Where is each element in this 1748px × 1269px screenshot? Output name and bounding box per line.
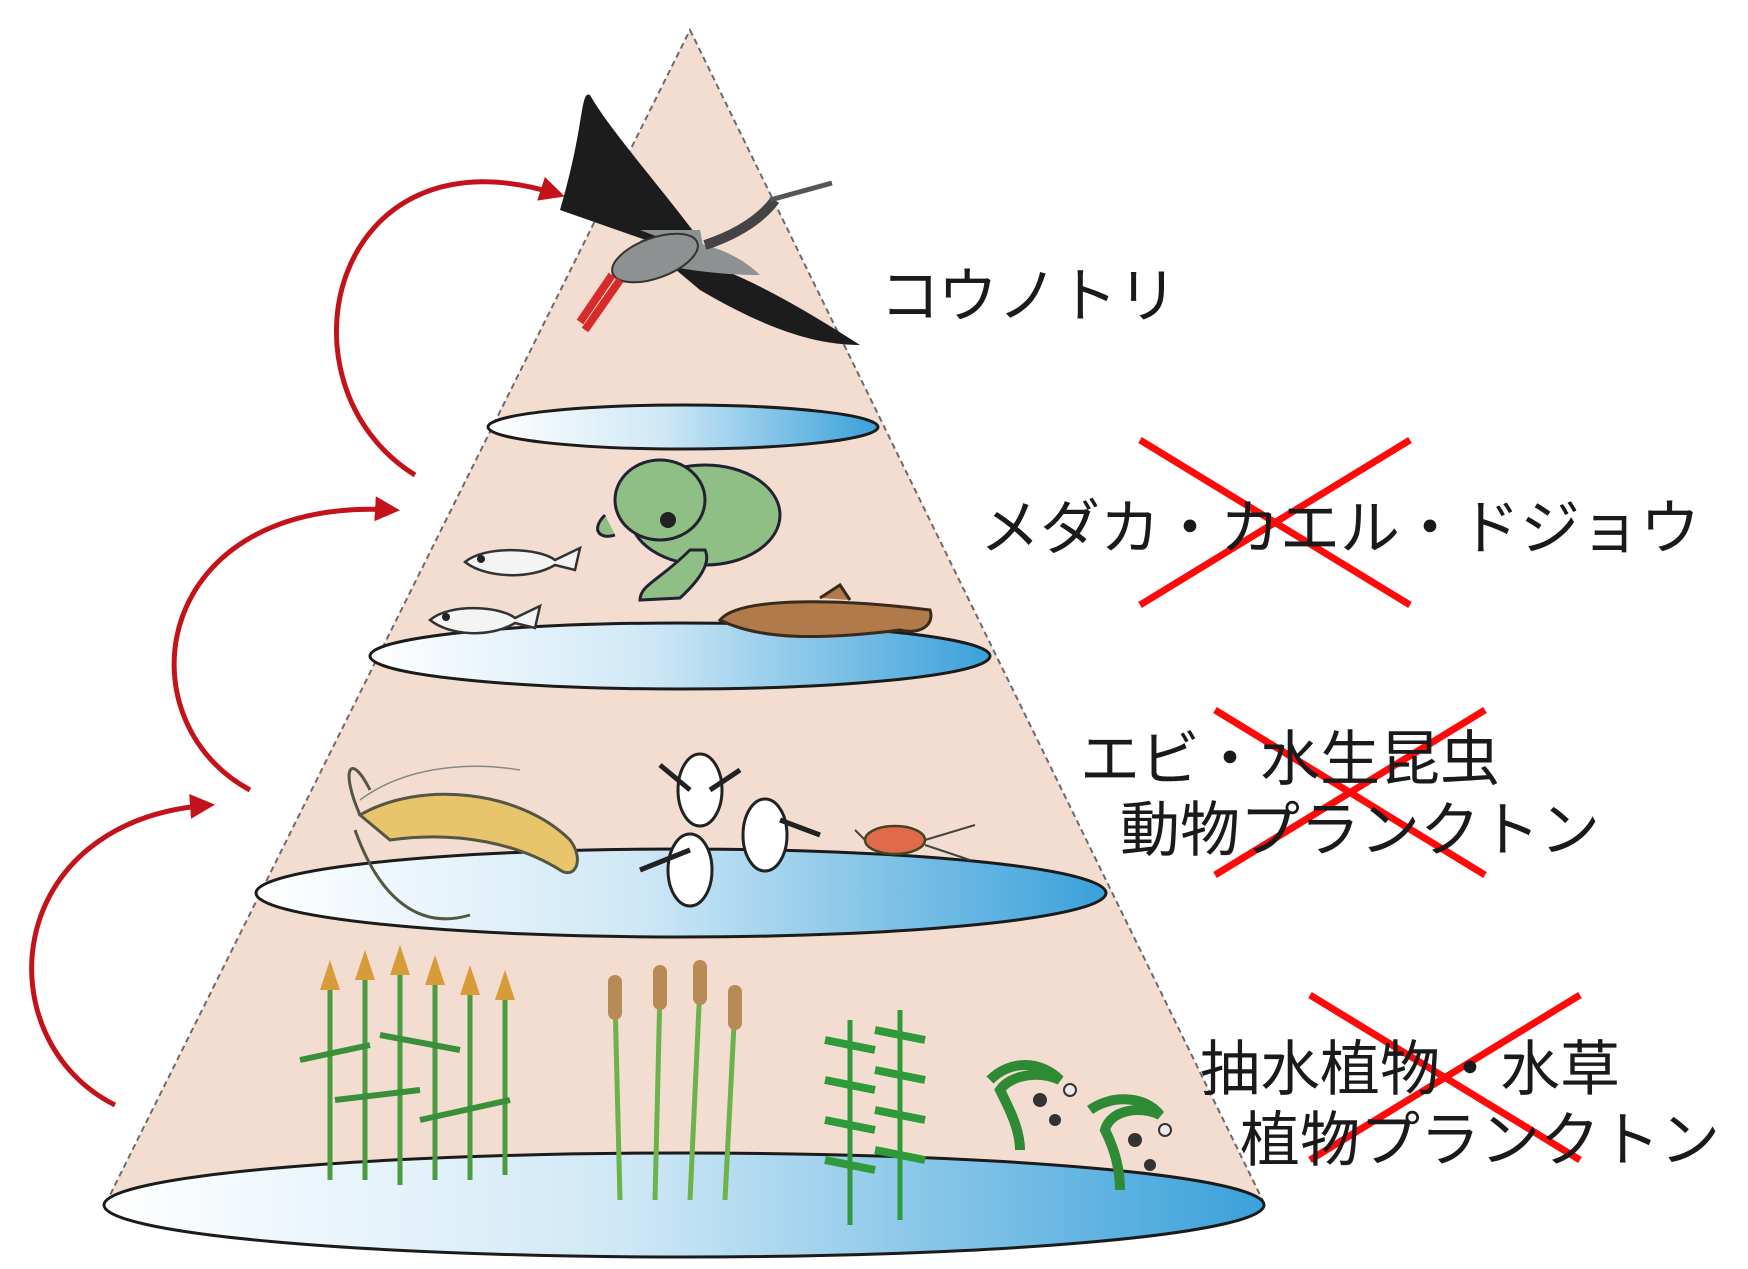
stork-icon: [560, 94, 860, 345]
cross-mark-level-3: [1213, 707, 1487, 878]
cross-mark-level-4: [1308, 992, 1582, 1163]
shrimp-icon: [347, 765, 579, 921]
frog-icon: [596, 458, 782, 602]
water-insect-icon: [639, 752, 821, 908]
medaka-icon: [428, 545, 582, 635]
waterweed-icon: [824, 1010, 926, 1225]
arrow-2: [171, 496, 400, 793]
water-disc-4: [102, 1151, 1266, 1259]
level-label-line: 動物プランクトン: [1120, 795, 1600, 866]
level-label-small-animals: メダカ・カエル・ドジョウ: [980, 494, 1700, 565]
level-label-insects-zooplankton: エビ・水生昆虫 動物プランクトン: [1080, 725, 1600, 867]
level-label-line: コウノトリ: [880, 262, 1178, 332]
reed-icon: [299, 945, 515, 1185]
pyramid-cone: [103, 27, 1267, 1206]
algae-icon: [986, 1060, 1172, 1191]
level-label-plants-phytoplankton: 抽水植物・水草 植物プランクトン: [1200, 1035, 1720, 1177]
water-disc-1: [486, 403, 880, 451]
loach-icon: [717, 582, 933, 639]
level-label-line: 抽水植物・水草: [1200, 1035, 1620, 1105]
level-label-stork: コウノトリ: [880, 262, 1178, 333]
level-label-line: エビ・水生昆虫: [1080, 725, 1500, 795]
level-label-line: メダカ・カエル・ドジョウ: [980, 494, 1700, 564]
arrow-3: [333, 176, 565, 478]
plankton-icon: [854, 824, 976, 861]
cattail-icon: [608, 960, 742, 1201]
water-disc-2: [368, 621, 992, 691]
level-label-line: 植物プランクトン: [1240, 1105, 1720, 1176]
arrow-1: [29, 793, 215, 1108]
cross-mark-level-2: [1138, 437, 1412, 608]
